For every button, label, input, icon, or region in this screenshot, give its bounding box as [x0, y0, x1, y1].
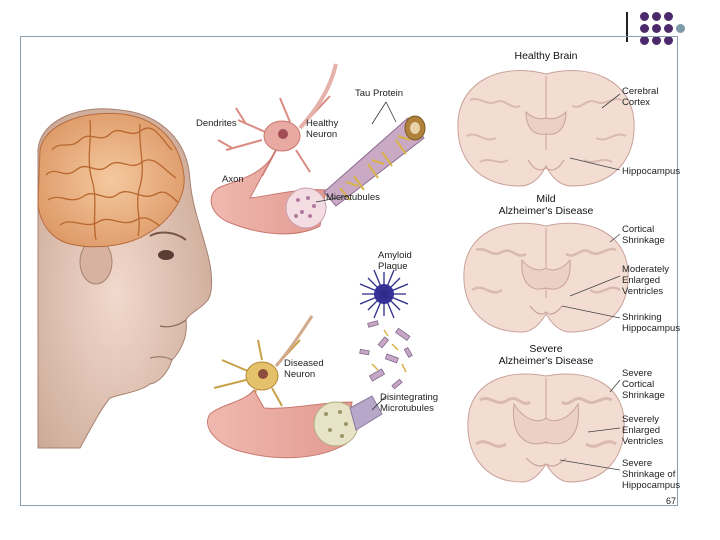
head-profile — [37, 108, 213, 449]
logo-dot — [652, 24, 661, 33]
slide-frame — [20, 36, 678, 506]
amyloid-plaque — [359, 269, 409, 319]
severely-enlarged-ventricles-label: Severely Enlarged Ventricles — [622, 414, 664, 447]
page-number: 67 — [666, 496, 677, 506]
diseased-neuron-label: Diseased Neuron — [284, 358, 324, 380]
diseased-neuron-illustration — [207, 269, 413, 459]
header-divider — [626, 12, 628, 42]
axon-label: Axon — [222, 174, 244, 185]
logo-dot — [664, 36, 673, 45]
logo-dot — [664, 12, 673, 21]
healthy-neuron-illustration — [210, 63, 426, 235]
logo-dot — [640, 36, 649, 45]
hippocampus-label: Hippocampus — [622, 166, 681, 177]
severe-cortical-shrinkage-label: Severe Cortical Shrinkage — [622, 368, 665, 401]
healthy-brain-section — [457, 70, 635, 187]
severe-hippocampus-shrinkage-label: Severe Shrinkage of Hippocampus — [622, 458, 681, 491]
logo-dot-accent — [676, 24, 685, 33]
mild-brain-section — [463, 222, 629, 333]
disintegrating-microtubules-label: Disintegrating Microtubules — [380, 392, 439, 414]
moderately-enlarged-ventricles-label: Moderately Enlarged Ventricles — [622, 264, 669, 297]
brain-sections — [457, 70, 635, 483]
dendrites-label: Dendrites — [196, 118, 237, 129]
severe-alzheimers-title: Severe Alzheimer's Disease — [498, 343, 594, 367]
logo-dot — [640, 24, 649, 33]
logo-dot — [652, 36, 661, 45]
logo-dot — [640, 12, 649, 21]
cortical-shrinkage-label: Cortical Shrinkage — [622, 224, 665, 246]
logo-dot — [652, 12, 661, 21]
tau-protein-label: Tau Protein — [355, 88, 404, 99]
cerebral-cortex-label: Cerebral Cortex — [622, 86, 659, 108]
healthy-brain-title: Healthy Brain — [514, 50, 578, 62]
logo-dot — [664, 24, 673, 33]
severe-brain-section — [467, 373, 625, 483]
microtubules-label: Microtubules — [326, 192, 380, 203]
amyloid-plaque-label: Amyloid Plaque — [378, 250, 412, 272]
shrinking-hippocampus-label: Shrinking Hippocampus — [622, 312, 681, 334]
mild-alzheimers-title: Mild Alzheimer's Disease — [498, 193, 594, 217]
healthy-neuron-label: Healthy Neuron — [306, 118, 339, 140]
